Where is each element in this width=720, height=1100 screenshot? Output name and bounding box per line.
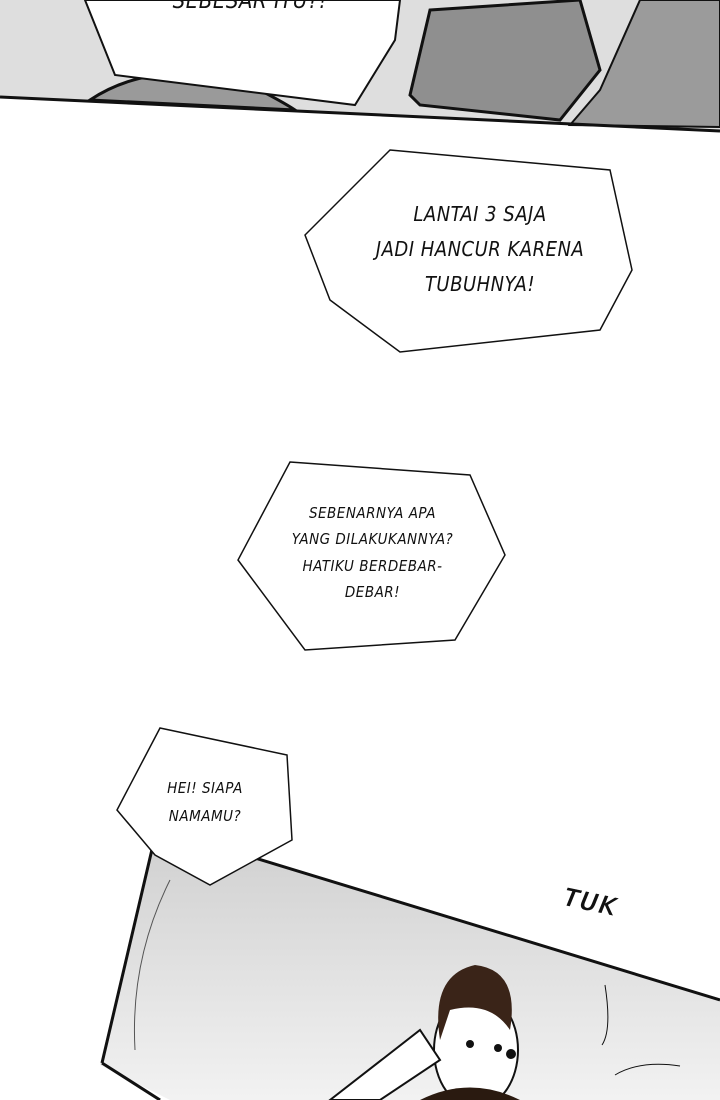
bubble-2-line: SEBENARNYA APA [308, 504, 437, 522]
bubble-3-text: HEI! SIAPA NAMAMU? [145, 775, 265, 831]
bubble-3-line: HEI! SIAPA [167, 779, 243, 797]
bubble-1-text: LANTAI 3 SAJA JADI HANCUR KARENA TUBUHNY… [345, 197, 615, 302]
speech-bubble-3 [116, 727, 293, 886]
bubble-2-text: SEBENARNYA APA YANG DILAKUKANNYA? HATIKU… [260, 500, 485, 605]
speech-bubble-2 [237, 461, 506, 651]
bubble-2-line: DEBAR! [344, 582, 401, 601]
bubble-2-line: YANG DILAKUKANNYA? [291, 530, 454, 549]
bubble-3-line: NAMAMU? [168, 806, 242, 825]
speech-bubble-1 [304, 149, 633, 353]
bottom-panel [100, 826, 720, 1100]
top-bubble-text: SEBESAR ITU?! [172, 0, 328, 14]
character [328, 965, 520, 1100]
bubble-1-line: LANTAI 3 SAJA [413, 202, 547, 226]
bubble-2-line: HATIKU BERDEBAR- [302, 556, 443, 575]
bubble-1-line: TUBUHNYA! [424, 272, 536, 296]
top-panel [0, 0, 720, 133]
bubble-1-line: JADI HANCUR KARENA [375, 237, 585, 261]
